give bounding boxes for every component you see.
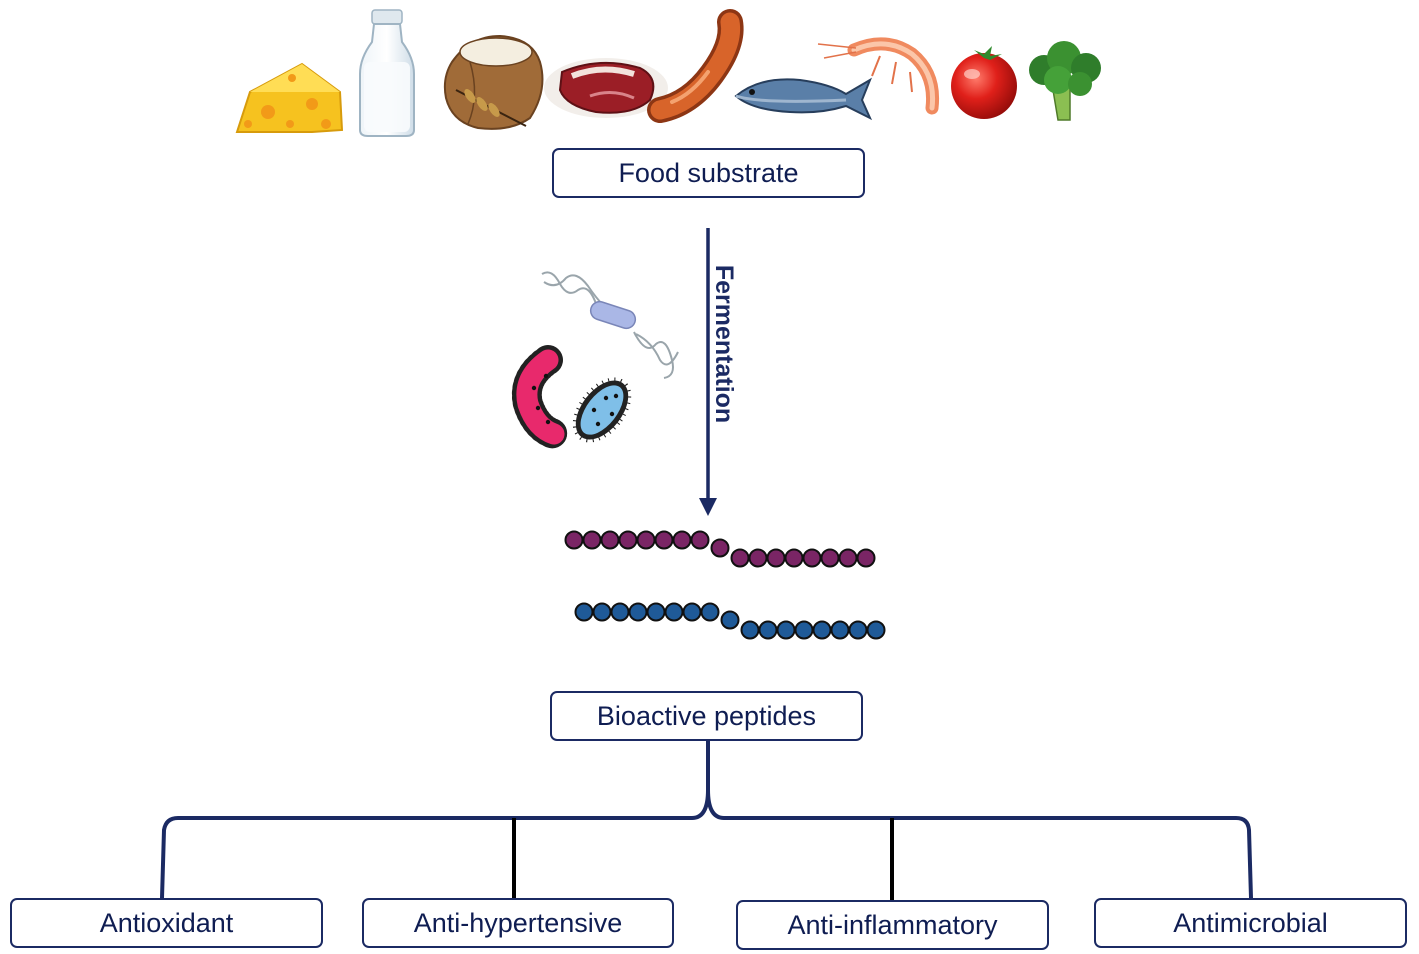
- amino-acid-bead: [794, 620, 814, 640]
- amino-acid-bead: [672, 530, 692, 550]
- anti-hypertensive-label: Anti-hypertensive: [413, 907, 623, 938]
- amino-acid-bead: [830, 620, 850, 640]
- amino-acid-bead: [766, 548, 786, 568]
- amino-acid-bead: [664, 602, 684, 622]
- amino-acid-bead: [582, 530, 602, 550]
- broccoli-icon: [1029, 41, 1101, 121]
- amino-acid-bead: [812, 620, 832, 640]
- fish-icon: [734, 77, 873, 121]
- peptide-chains: [564, 530, 886, 640]
- amino-acid-bead: [636, 530, 656, 550]
- steak-icon: [544, 58, 668, 118]
- grain-sack-icon: [443, 34, 544, 130]
- amino-acid-bead: [784, 548, 804, 568]
- tomato-icon: [951, 46, 1017, 119]
- amino-acid-bead: [690, 530, 710, 550]
- bioactive-peptides-box: Bioactive peptides: [550, 691, 863, 741]
- amino-acid-bead: [682, 602, 702, 622]
- antioxidant-box: Antioxidant: [10, 898, 323, 948]
- amino-acid-bead: [610, 602, 630, 622]
- anti-hypertensive-box: Anti-hypertensive: [362, 898, 674, 948]
- amino-acid-bead: [856, 548, 876, 568]
- blue-bacterium-icon: [572, 377, 632, 443]
- amino-acid-bead: [866, 620, 886, 640]
- antimicrobial-box: Antimicrobial: [1094, 898, 1407, 948]
- anti-inflammatory-label: Anti-inflammatory: [787, 909, 998, 940]
- sausage-icon: [647, 9, 744, 123]
- milk-bottle-icon: [359, 9, 415, 137]
- antioxidant-label: Antioxidant: [99, 907, 234, 938]
- peptide-chain-purple: [564, 530, 876, 568]
- amino-acid-bead: [748, 548, 768, 568]
- amino-acid-bead: [838, 548, 858, 568]
- bioactive-peptides-label: Bioactive peptides: [596, 700, 817, 731]
- food-substrate-box: Food substrate: [552, 148, 865, 198]
- amino-acid-bead: [700, 602, 720, 622]
- amino-acid-bead: [740, 620, 760, 640]
- amino-acid-bead: [646, 602, 666, 622]
- amino-acid-bead: [758, 620, 778, 640]
- amino-acid-bead: [574, 602, 594, 622]
- pink-bacterium-icon: [512, 345, 569, 449]
- amino-acid-bead: [654, 530, 674, 550]
- amino-acid-bead: [776, 620, 796, 640]
- amino-acid-bead: [564, 530, 584, 550]
- food-substrate-label: Food substrate: [618, 157, 799, 188]
- amino-acid-bead: [720, 610, 740, 630]
- peptide-chain-blue: [574, 602, 886, 640]
- fermentation-label: Fermentation: [710, 265, 738, 423]
- amino-acid-bead: [730, 548, 750, 568]
- flagellated-bacterium-icon: [541, 271, 679, 379]
- cheese-icon: [235, 62, 344, 133]
- amino-acid-bead: [848, 620, 868, 640]
- amino-acid-bead: [600, 530, 620, 550]
- amino-acid-bead: [628, 602, 648, 622]
- amino-acid-bead: [618, 530, 638, 550]
- antimicrobial-label: Antimicrobial: [1173, 907, 1328, 938]
- branch-connectors: [160, 741, 1253, 900]
- amino-acid-bead: [802, 548, 822, 568]
- amino-acid-bead: [710, 538, 730, 558]
- amino-acid-bead: [592, 602, 612, 622]
- shrimp-icon: [817, 37, 940, 115]
- amino-acid-bead: [820, 548, 840, 568]
- anti-inflammatory-box: Anti-inflammatory: [736, 900, 1049, 950]
